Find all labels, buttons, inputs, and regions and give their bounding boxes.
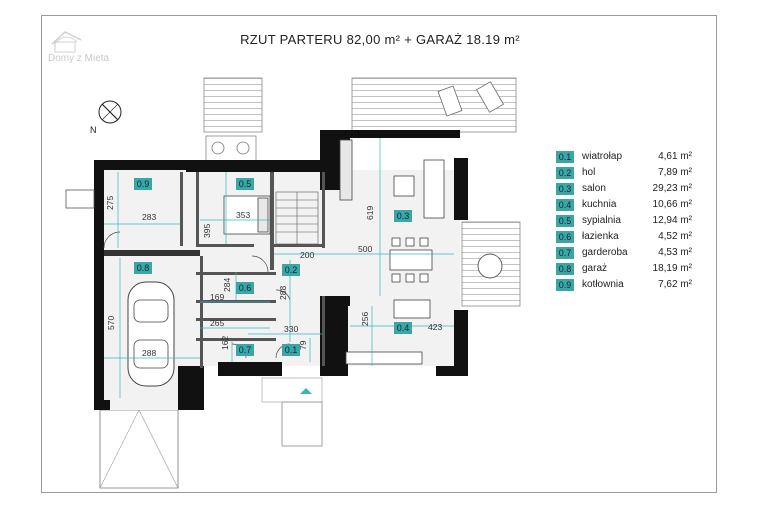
legend-row: 0.5 sypialnia 12,94 m² [556,214,696,230]
legend-room-name: sypialnia [582,215,621,226]
legend-room-area: 10,66 m² [652,199,692,210]
legend-code: 0.5 [556,215,574,227]
legend-room-name: kuchnia [582,199,617,210]
room-tag: 0.6 [239,283,252,293]
room-tag: 0.8 [137,263,150,273]
furniture [223,139,445,365]
dimension-label: 353 [236,210,250,220]
legend-room-name: kotłownia [582,279,624,290]
legend-room-area: 4,61 m² [658,151,692,162]
legend-room-area: 7,62 m² [658,279,692,290]
legend-room-area: 12,94 m² [652,215,692,226]
boiler-vent [65,189,95,209]
sofa [423,159,445,219]
dimension-label: 79 [298,340,308,350]
legend-code: 0.9 [556,279,574,291]
room-tag-bg [282,344,300,356]
dimension-label: 256 [360,312,370,326]
legend-code: 0.1 [556,151,574,163]
entrance-arrow-icon [300,388,312,394]
room-tag: 0.2 [285,265,298,275]
room-tag-bg [236,344,254,356]
legend-room-name: wiatrołap [582,151,623,162]
terrace-top-left [203,77,263,163]
dimension-label: 570 [106,316,116,330]
plan-title: RZUT PARTERU 82,00 m² + GARAŻ 18.19 m² [240,32,520,47]
room-tag-bg [236,282,254,294]
legend-row: 0.3 salon 29,23 m² [556,182,696,198]
legend-room-area: 18,19 m² [652,263,692,274]
legend-room-name: salon [582,183,606,194]
legend-code: 0.6 [556,231,574,243]
legend-row: 0.1 wiatrołap 4,61 m² [556,150,696,166]
room-tag-bg [394,210,412,222]
room-tag: 0.5 [239,179,252,189]
room-tag-bg [134,178,152,190]
logo-house-icon [51,31,82,53]
dimension-label: 423 [428,322,442,332]
car-icon [127,281,175,387]
room-tags: 0.9 0.5 0.3 0.8 0.2 0.6 0.4 0.7 0.1 [134,178,412,356]
terrace-right [461,221,521,307]
dining-table [389,249,433,271]
legend-code: 0.4 [556,199,574,211]
legend-room-name: hol [582,167,596,178]
room-tag-bg [134,262,152,274]
room-tag: 0.4 [397,323,410,333]
room-tag-bg [236,178,254,190]
legend-row: 0.2 hol 7,89 m² [556,166,696,182]
legend-row: 0.6 łazienka 4,52 m² [556,230,696,246]
dimension-label: 500 [358,244,372,254]
legend-row: 0.4 kuchnia 10,66 m² [556,198,696,214]
kitchen-counter [345,351,423,365]
dimension-label: 619 [365,206,375,220]
dimension-label: 265 [210,318,224,328]
dimension-label: 284 [222,278,232,292]
north-arrow-icon [98,100,122,124]
legend-room-area: 4,53 m² [658,247,692,258]
armchair [393,175,415,197]
legend-room-name: garaż [582,263,608,274]
room-legend: 0.1 wiatrołap 4,61 m² 0.2 hol 7,89 m² 0.3 salon… [556,150,696,294]
dimension-label: 169 [210,292,224,302]
room-tag: 0.3 [397,211,410,221]
legend-code: 0.2 [556,167,574,179]
dimension-label: 288 [142,348,156,358]
room-tag-bg [394,322,412,334]
legend-row: 0.9 kotłownia 7,62 m² [556,278,696,294]
kitchen-island [393,299,431,319]
room-tag: 0.9 [137,179,150,189]
dimension-label: 283 [142,212,156,222]
legend-code: 0.7 [556,247,574,259]
legend-room-name: garderoba [582,247,628,258]
legend-room-area: 7,89 m² [658,167,692,178]
legend-room-area: 29,23 m² [652,183,692,194]
dimension-label: 288 [278,286,288,300]
dimension-label: 200 [300,250,314,260]
legend-row: 0.7 garderoba 4,53 m² [556,246,696,262]
legend-room-area: 4,52 m² [658,231,692,242]
dimension-label: 275 [105,196,115,210]
legend-row: 0.8 garaż 18,19 m² [556,262,696,278]
legend-room-name: łazienka [582,231,619,242]
room-tag-bg [282,264,300,276]
dimension-label: 162 [220,336,230,350]
north-label: N [90,125,97,135]
dimension-label: 395 [202,224,212,238]
logo-text: Domy z Mieta [48,53,110,64]
legend-code: 0.8 [556,263,574,275]
terrace-top [351,77,517,133]
stairs [275,191,319,245]
room-tag: 0.1 [285,345,298,355]
legend-code: 0.3 [556,183,574,195]
dimension-label: 330 [284,324,298,334]
room-tag: 0.7 [239,345,252,355]
